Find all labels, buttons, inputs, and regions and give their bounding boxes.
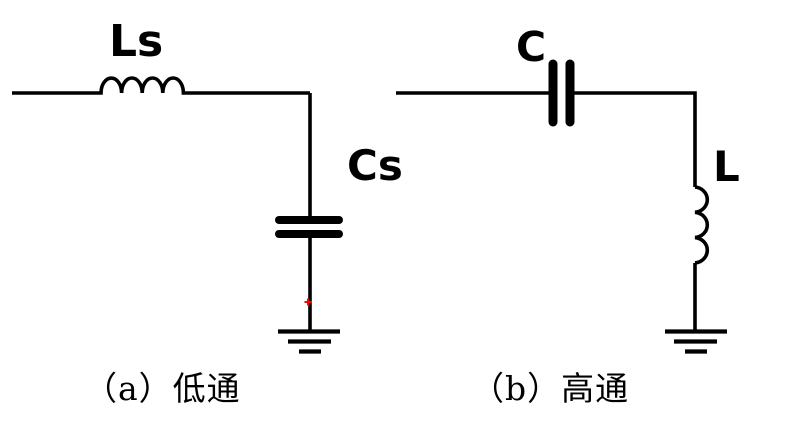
red-cross-marker-icon	[304, 298, 312, 306]
right-circuit-caption: （b）高通	[471, 369, 630, 408]
right-inductor-symbol	[694, 185, 710, 265]
left-capacitor-label: Cs	[347, 141, 403, 190]
left-circuit-caption: （a）低通	[84, 369, 241, 408]
right-inductor-label: L	[713, 142, 740, 191]
left-inductor-symbol	[12, 76, 310, 95]
right-ground-icon	[665, 329, 727, 354]
left-inductor-label: Ls	[109, 16, 164, 67]
left-ground-icon	[278, 329, 340, 354]
right-capacitor-label: C	[516, 23, 547, 71]
right-top-wire	[574, 91, 697, 187]
